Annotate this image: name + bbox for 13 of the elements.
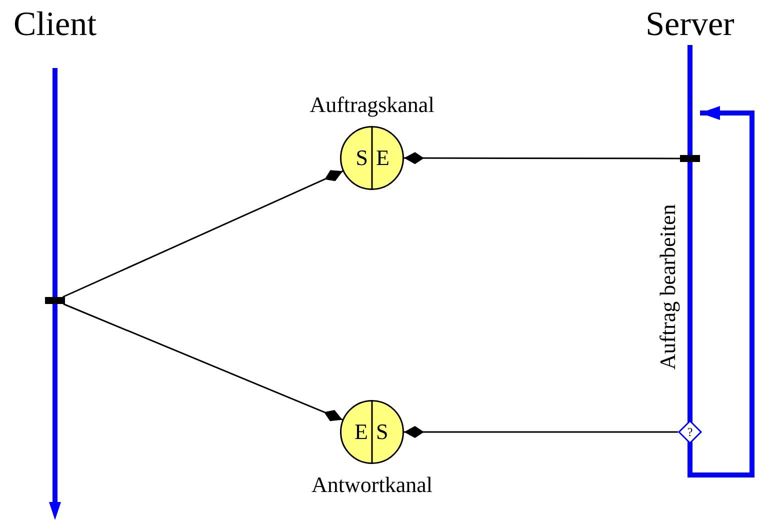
channel-name: Antwortkanal xyxy=(312,474,432,496)
channel-end-label: E xyxy=(376,147,390,169)
decision-label: ? xyxy=(687,426,693,438)
channel-name: Auftragskanal xyxy=(310,94,434,116)
lifeline-label: Client xyxy=(13,8,97,42)
event-mark xyxy=(45,297,65,304)
channel-end-label: S xyxy=(376,421,388,443)
activity-label: Auftrag bearbeiten xyxy=(657,204,679,370)
channel-end-label: E xyxy=(354,421,368,443)
event-mark xyxy=(680,155,700,162)
arrow xyxy=(688,106,754,478)
channel-end-label: S xyxy=(356,147,368,169)
lifeline-label: Server xyxy=(646,8,734,42)
